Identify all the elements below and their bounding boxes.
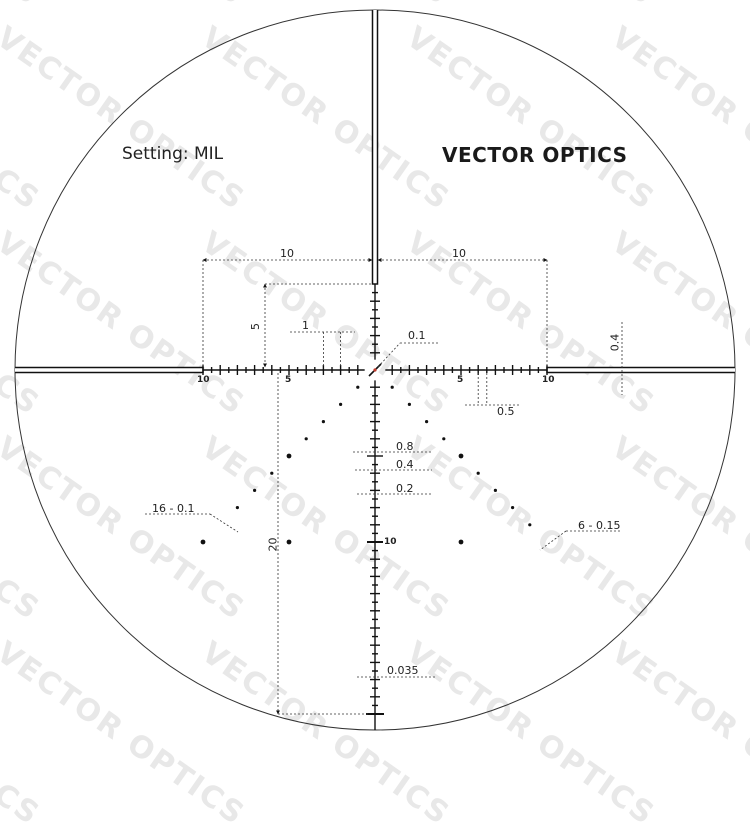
holdover-dot: [339, 402, 343, 406]
dim-line-width: 0.035: [387, 664, 419, 677]
holdover-dot: [356, 385, 360, 389]
dim-minor-tick: 0.5: [497, 405, 515, 418]
scale-label-vertical-10: 10: [384, 537, 397, 547]
dim-tick-04: 0.4: [396, 458, 414, 471]
scale-label-left-5: 5: [285, 375, 292, 385]
holdover-dot: [286, 453, 292, 459]
holdover-dot: [425, 420, 429, 424]
holdover-dot: [458, 453, 464, 459]
scale-label-right-10: 10: [542, 375, 555, 385]
center-dot: [373, 368, 377, 372]
holdover-dot: [493, 488, 497, 492]
leader-right-dots-diag: [539, 530, 567, 551]
holdover-dot: [510, 506, 515, 510]
holdover-dot: [407, 402, 411, 406]
dim-post-gap: 5: [249, 323, 262, 330]
holdover-dot: [304, 437, 308, 441]
holdover-dot: [200, 539, 206, 545]
holdover-dot: [476, 471, 480, 475]
holdover-dot: [321, 420, 325, 424]
leader-left-dots-diag: [209, 513, 239, 533]
holdover-dot: [458, 539, 464, 545]
holdover-dot: [390, 385, 394, 389]
reticle-svg: [14, 9, 736, 731]
holdover-dot: [286, 539, 292, 545]
left-post: [15, 366, 204, 374]
dim-left-dots: 16 - 0.1: [152, 502, 195, 515]
dim-major-tick: 1: [302, 319, 309, 332]
dim-post-thickness: 0.4: [608, 333, 622, 352]
dim-right-span: 10: [452, 247, 466, 260]
right-post: [546, 366, 735, 374]
holdover-dot: [253, 488, 257, 492]
dim-center-dot: 0.1: [408, 329, 426, 342]
scale-label-left-10: 10: [197, 375, 210, 385]
dim-tick-02: 0.2: [396, 482, 414, 495]
top-post: [371, 10, 379, 285]
scale-label-right-5: 5: [457, 375, 464, 385]
brand-logo: VECTOR OPTICS: [442, 143, 628, 167]
holdover-dot: [528, 523, 532, 527]
holdover-dot: [270, 471, 274, 475]
dim-left-span: 10: [280, 247, 294, 260]
dim-vertical-span: 20: [266, 537, 280, 552]
holdover-dot: [235, 506, 239, 510]
setting-label: Setting: MIL: [122, 144, 224, 164]
dim-right-dots: 6 - 0.15: [578, 519, 621, 532]
dim-tick-08: 0.8: [396, 440, 414, 453]
leader-center-dot: [377, 342, 401, 368]
holdover-dot: [442, 437, 446, 441]
